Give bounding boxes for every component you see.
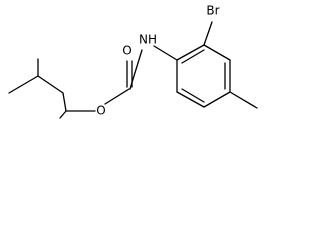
atom-label-amine: NH [139, 33, 157, 47]
ring-bond-4 [203, 91, 231, 108]
bond-carbonyl-nitrogen [129, 49, 143, 90]
bond-methylene-oxygen [62, 92, 67, 112]
bond-methylene-ch2 [59, 110, 67, 119]
bond-ring-bromine [203, 21, 213, 46]
atom-label-carbonyl-oxygen: O [122, 44, 131, 58]
bond-methyl-left [8, 75, 39, 94]
ring-bond-5 [176, 91, 205, 108]
ring-bond-1 [176, 44, 205, 61]
bond-ester-oxygen-carbonyl [104, 88, 130, 105]
bond-methine-methyl-right [37, 75, 64, 94]
atom-label-ester-oxygen: O [96, 104, 105, 118]
ring-inner-double-1 [181, 49, 205, 64]
chemical-structure-diagram: Br NH O O [8, 4, 258, 119]
bond-ring-methyl [229, 91, 258, 109]
ring-bond-2 [203, 44, 231, 61]
atom-label-bromine: Br [206, 4, 219, 18]
ring-inner-double-3 [181, 88, 205, 103]
bond-nitrogen-ring [153, 45, 178, 61]
